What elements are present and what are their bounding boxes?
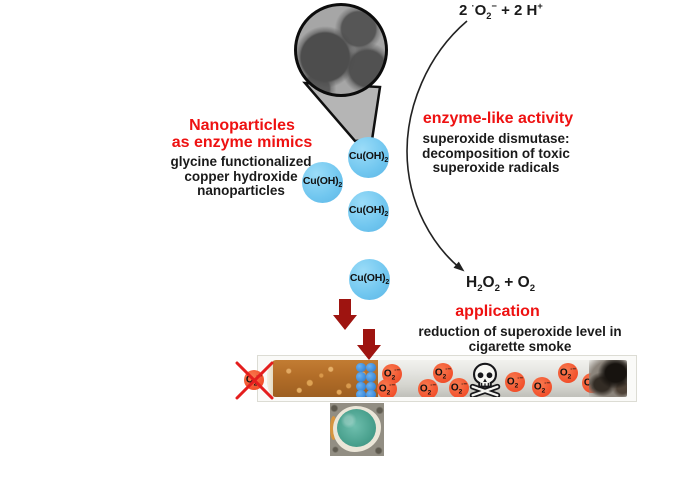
superoxide-badge: O2·− — [558, 363, 578, 383]
enzyme-activity-title: enzyme-like activity — [422, 110, 574, 127]
nanoparticle-circle: Cu(OH)2 — [348, 137, 389, 178]
left-subtitle: glycine functionalized copper hydroxide … — [140, 154, 342, 199]
superoxide-label: O2·− — [450, 380, 468, 396]
superoxide-badge: O2·− — [418, 379, 438, 397]
nanoparticle-label: Cu(OH)2 — [349, 272, 390, 287]
left-title-line1: Nanoparticles — [189, 117, 295, 134]
enzyme-sub-line1: superoxide dismutase: — [422, 131, 570, 146]
nanoparticle-circle: Cu(OH)2 — [349, 259, 390, 300]
superoxide-badge: O2·− — [449, 378, 469, 397]
application-title: application — [455, 303, 540, 320]
nanoparticle-dot — [366, 362, 376, 372]
products-formula: H2O2 + O2 — [466, 274, 536, 295]
superoxide-badge: O2·− — [377, 379, 397, 397]
tem-micrograph-icon — [294, 3, 388, 97]
down-arrow — [333, 299, 357, 330]
filter-inset-photo — [330, 403, 384, 456]
crossed-superoxide-badge: O2·− — [244, 370, 264, 390]
superoxide-label: O2·− — [533, 379, 551, 395]
left-sub-line2: copper hydroxide — [184, 168, 298, 184]
nanoparticle-dot — [366, 381, 376, 391]
skull-icon — [465, 361, 505, 397]
application-sub-line1: reduction of superoxide level in — [418, 324, 622, 339]
superoxide-badge: O2·− — [433, 363, 453, 383]
enzyme-sub-line2: decomposition of toxic — [422, 145, 570, 161]
superoxide-label: O2·− — [245, 372, 263, 388]
application-subtitle: reduction of superoxide level in cigaret… — [408, 324, 632, 354]
nanoparticle-circle: Cu(OH)2 — [348, 191, 389, 232]
enzyme-sub-line3: superoxide radicals — [432, 160, 560, 175]
superoxide-label: O2·− — [506, 374, 524, 390]
nanoparticle-dot — [356, 362, 366, 372]
nanoparticle-label: Cu(OH)2 — [302, 175, 343, 190]
superoxide-label: O2·− — [434, 365, 452, 381]
nanoparticle-label: Cu(OH)2 — [348, 150, 389, 165]
enzyme-activity-subtitle: superoxide dismutase: decomposition of t… — [398, 131, 594, 176]
nanoparticle-circle: Cu(OH)2 — [302, 162, 343, 203]
cigarette-rod: O2·− O2·− O2·− O2·− O2·− O2·− O2·− O2·− … — [267, 360, 627, 397]
cigarette-photo: O2·− O2·− O2·− O2·− O2·− O2·− O2·− O2·− … — [257, 355, 637, 402]
nanoparticle-dot — [356, 372, 366, 382]
reactants-formula: 2 ·O2− + 2 H+ — [459, 1, 543, 21]
nanoparticle-label: Cu(OH)2 — [348, 204, 389, 219]
left-title-line2: as enzyme mimics — [171, 133, 313, 151]
left-sub-line1: glycine functionalized — [170, 154, 312, 169]
burning-tip — [589, 360, 627, 397]
superoxide-label: O2·− — [378, 381, 396, 397]
left-sub-line3: nanoparticles — [197, 183, 285, 198]
superoxide-label: O2·− — [419, 381, 437, 397]
nanoparticle-dot — [356, 381, 366, 391]
superoxide-label: O2·− — [383, 366, 401, 382]
superoxide-badge: O2·− — [532, 377, 552, 397]
inset-green-sample — [337, 409, 376, 447]
nanoparticle-dot — [366, 389, 376, 397]
nanoparticle-dot — [356, 389, 366, 397]
application-sub-line2: cigarette smoke — [468, 338, 572, 354]
nanoparticle-dot — [366, 372, 376, 382]
left-title: Nanoparticles as enzyme mimics — [138, 117, 346, 151]
superoxide-label: O2·− — [559, 365, 577, 381]
superoxide-badge: O2·− — [505, 372, 525, 392]
